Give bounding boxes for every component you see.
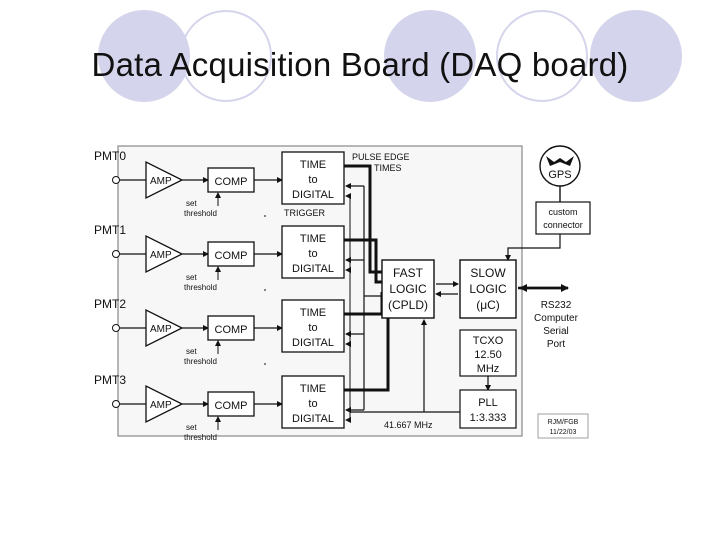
revision-box	[537, 413, 589, 439]
time-to-digital-box	[281, 225, 345, 279]
custom-connector-box	[535, 201, 591, 235]
rs232-label: RS232	[541, 300, 572, 311]
pmt-label: PMT1	[94, 223, 126, 237]
fast-logic-label: FAST	[393, 266, 424, 280]
tdc-label: to	[308, 398, 317, 410]
tdc-label: DIGITAL	[292, 263, 334, 275]
amplifier-icon	[145, 234, 184, 274]
pulse-edge-label: TIMES	[374, 163, 402, 173]
custom-connector-label: connector	[543, 220, 583, 230]
threshold-label: set	[186, 347, 197, 356]
decorative-circle	[98, 10, 190, 102]
time-to-digital-box	[281, 299, 345, 353]
tdc-label: DIGITAL	[292, 337, 334, 349]
trigger-bus	[363, 186, 382, 410]
decorative-circle	[590, 10, 682, 102]
threshold-label: set	[186, 273, 197, 282]
tdc-label: TIME	[300, 233, 326, 245]
amp-label: AMP	[150, 176, 172, 187]
pmt-label: PMT3	[94, 373, 126, 387]
gps-label: GPS	[548, 169, 571, 181]
decorative-circle	[384, 10, 476, 102]
tdc-label: to	[308, 322, 317, 334]
pll-label: PLL	[478, 397, 498, 409]
tcxo-label: 12.50	[474, 349, 502, 361]
input-terminal	[112, 250, 120, 258]
custom-connector-label: custom	[548, 207, 577, 217]
fast-logic-label: (CPLD)	[388, 298, 428, 312]
comp-label: COMP	[215, 176, 248, 188]
threshold-label: set	[186, 199, 197, 208]
trigger-label: TRIGGER	[284, 208, 326, 218]
pulse-edge-label: PULSE EDGE	[352, 152, 410, 162]
revision-label: 11/22/03	[550, 429, 577, 436]
tcxo-label: TCXO	[473, 335, 504, 347]
tdc-label: DIGITAL	[292, 413, 334, 425]
amplifier-icon	[145, 384, 184, 424]
slow-logic-label: SLOW	[470, 266, 506, 280]
amplifier-icon	[145, 308, 184, 348]
tdc-label: to	[308, 174, 317, 186]
tdc-label: DIGITAL	[292, 189, 334, 201]
slow-logic-label: (μC)	[476, 298, 500, 312]
amp-label: AMP	[150, 400, 172, 411]
time-to-digital-box	[281, 375, 345, 429]
input-terminal	[112, 324, 120, 332]
tdc-label: TIME	[300, 159, 326, 171]
comparator-box	[207, 391, 255, 417]
threshold-label: set	[186, 423, 197, 432]
rs232-label: Computer	[534, 313, 579, 324]
clock-arrow	[345, 412, 351, 423]
decorative-ring	[496, 10, 588, 102]
threshold-label: threshold	[184, 433, 217, 442]
pll-label: 1:3.333	[470, 412, 507, 424]
pmt-label: PMT2	[94, 297, 126, 311]
threshold-label: threshold	[184, 357, 217, 366]
fast-logic-label: LOGIC	[389, 282, 427, 296]
rs232-label: Port	[547, 339, 566, 350]
slide-title: Data Acquisition Board (DAQ board)	[91, 46, 629, 83]
amp-label: AMP	[150, 324, 172, 335]
input-terminal	[112, 400, 120, 408]
comparator-box	[207, 315, 255, 341]
tcxo-box	[459, 329, 517, 377]
time-to-digital-box	[281, 151, 345, 205]
pmt-label: PMT0	[94, 149, 126, 163]
threshold-label: threshold	[184, 283, 217, 292]
decorative-ring	[180, 10, 272, 102]
revision-label: RJM/FGB	[548, 419, 579, 426]
rs232-label: Serial	[543, 326, 569, 337]
comp-label: COMP	[215, 250, 248, 262]
tdc-label: TIME	[300, 383, 326, 395]
amplifier-icon	[145, 160, 184, 200]
clock-label: 41.667 MHz	[384, 420, 433, 430]
amp-label: AMP	[150, 250, 172, 261]
pll-box	[459, 389, 517, 429]
slow-logic-label: LOGIC	[469, 282, 507, 296]
fast-logic-box	[381, 259, 435, 319]
pulse-edge-bus	[344, 238, 382, 284]
tdc-label: to	[308, 248, 317, 260]
slow-logic-box	[459, 259, 517, 319]
comp-label: COMP	[215, 324, 248, 336]
tcxo-label: MHz	[477, 363, 500, 375]
comp-label: COMP	[215, 400, 248, 412]
tdc-label: TIME	[300, 307, 326, 319]
threshold-label: threshold	[184, 209, 217, 218]
input-terminal	[112, 176, 120, 184]
comparator-box	[207, 167, 255, 193]
